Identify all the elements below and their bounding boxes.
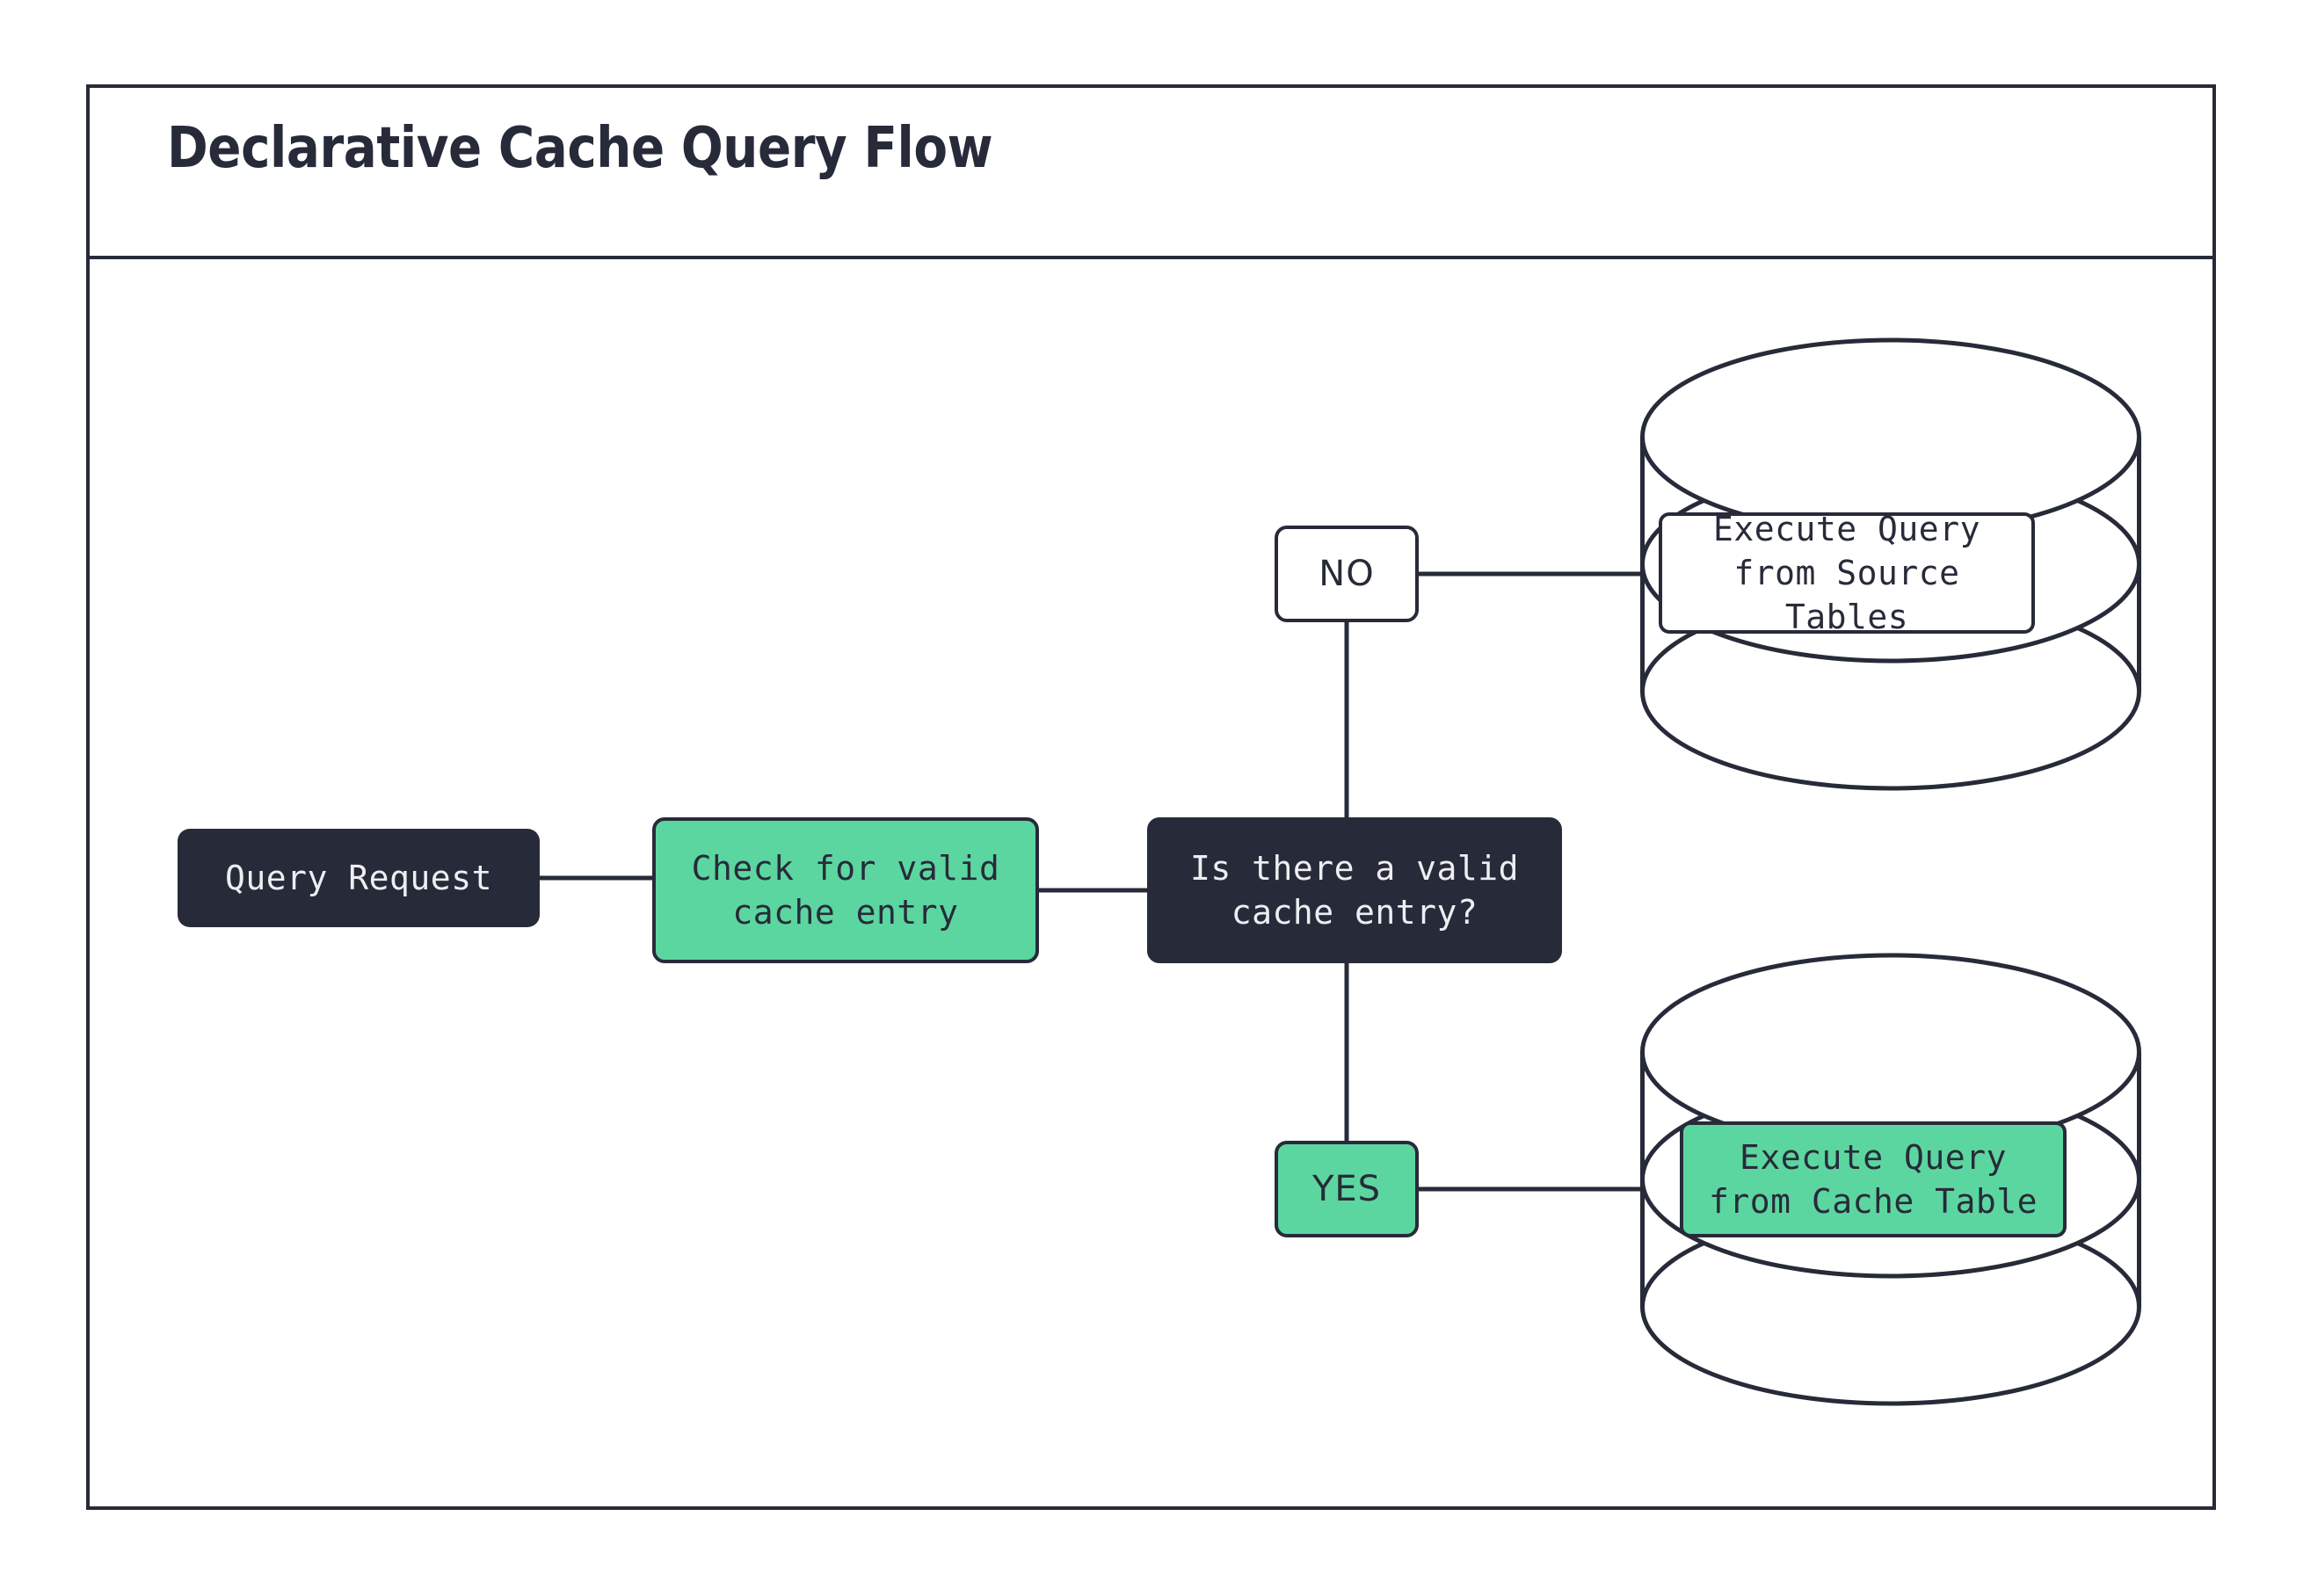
page-title: Declarative Cache Query Flow [167, 116, 993, 181]
title-bar: Declarative Cache Query Flow [86, 84, 2216, 259]
source-tables-label[interactable]: Execute Query from Source Tables [1659, 510, 2035, 636]
edge-label-yes[interactable]: YES [1275, 1141, 1419, 1237]
edge-label-no[interactable]: NO [1275, 526, 1419, 622]
node-check-for-valid-cache-entry[interactable]: Check for valid cache entry [652, 817, 1039, 963]
cache-table-label[interactable]: Execute Query from Cache Table [1680, 1121, 2067, 1237]
node-is-there-a-valid-cache-entry[interactable]: Is there a valid cache entry? [1147, 817, 1562, 963]
node-query-request[interactable]: Query Request [178, 829, 540, 927]
